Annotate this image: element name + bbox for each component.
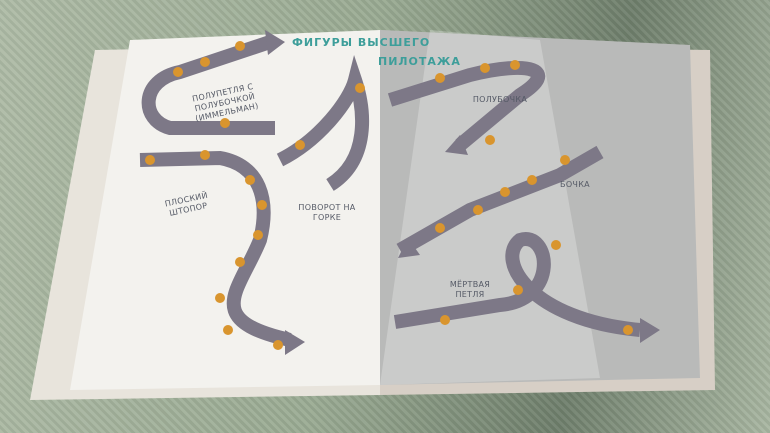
label-half-roll: Полубочка xyxy=(472,95,528,104)
ribbon-loop xyxy=(393,232,641,337)
plane-icons xyxy=(145,41,633,350)
label-roll: Бочка xyxy=(560,180,590,189)
ribbon-spin xyxy=(139,150,292,347)
ribbon-half-roll xyxy=(387,60,546,151)
ribbon-roll xyxy=(396,145,604,257)
label-loop: Мёртвая петля xyxy=(449,280,491,299)
ribbon-hammerhead xyxy=(276,55,370,191)
ribbon-arrowheads xyxy=(265,30,660,355)
right-page xyxy=(380,30,700,385)
shadow-right xyxy=(380,30,700,385)
label-hammerhead: Поворот на горке xyxy=(298,203,356,222)
title-left: ФИГУРЫ ВЫСШЕГО xyxy=(292,36,431,49)
title-right: ПИЛОТАЖА xyxy=(378,55,461,68)
